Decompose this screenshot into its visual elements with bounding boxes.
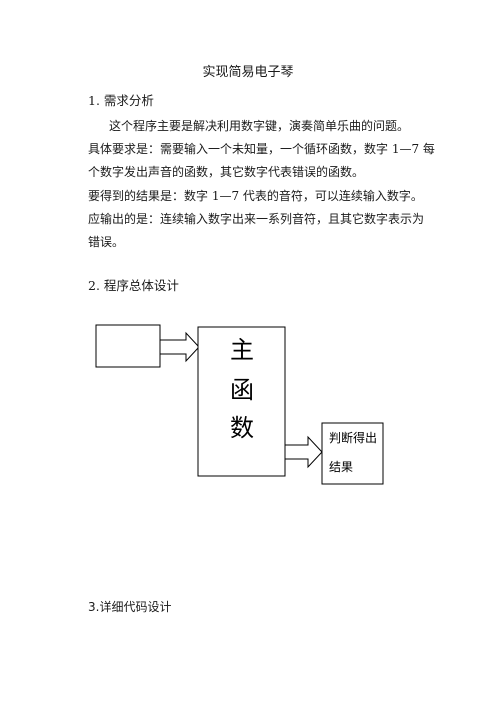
section-heading-overall-design: 2. 程序总体设计 [88, 278, 179, 293]
paragraph-output-line2: 错误。 [88, 235, 125, 249]
result-box [321, 422, 384, 485]
paragraph-requirements-line1: 具体要求是：需要输入一个未知量，一个循环函数，数字 1—7 每 [88, 142, 435, 156]
paragraph-requirements-line2: 个数字发出声音的函数，其它数字代表错误的函数。 [88, 165, 365, 179]
section-heading-detailed-code: 3.详细代码设计 [88, 600, 172, 614]
main-box-char-2: 函 [230, 376, 254, 404]
paragraph-expected-result: 要得到的结果是：数字 1—7 代表的音符，可以连续输入数字。 [88, 189, 423, 203]
section-heading-requirements: 1. 需求分析 [88, 93, 154, 108]
paragraph-intro: 这个程序主要是解决利用数字键，演奏简单乐曲的问题。 [109, 119, 410, 133]
result-box-label-line1: 判断得出 [329, 430, 377, 445]
main-box-char-1: 主 [230, 336, 254, 364]
arrow-input-to-main [159, 331, 200, 363]
main-box-char-3: 数 [230, 414, 254, 442]
paragraph-output-line1: 应输出的是：连续输入数字出来一系列音符，且其它数字表示为 [88, 212, 425, 226]
main-function-box [197, 326, 286, 477]
input-box [95, 324, 161, 368]
result-box-label-line2: 结果 [329, 460, 353, 474]
document-title: 实现简易电子琴 [202, 65, 294, 80]
arrow-main-to-result [284, 435, 323, 469]
